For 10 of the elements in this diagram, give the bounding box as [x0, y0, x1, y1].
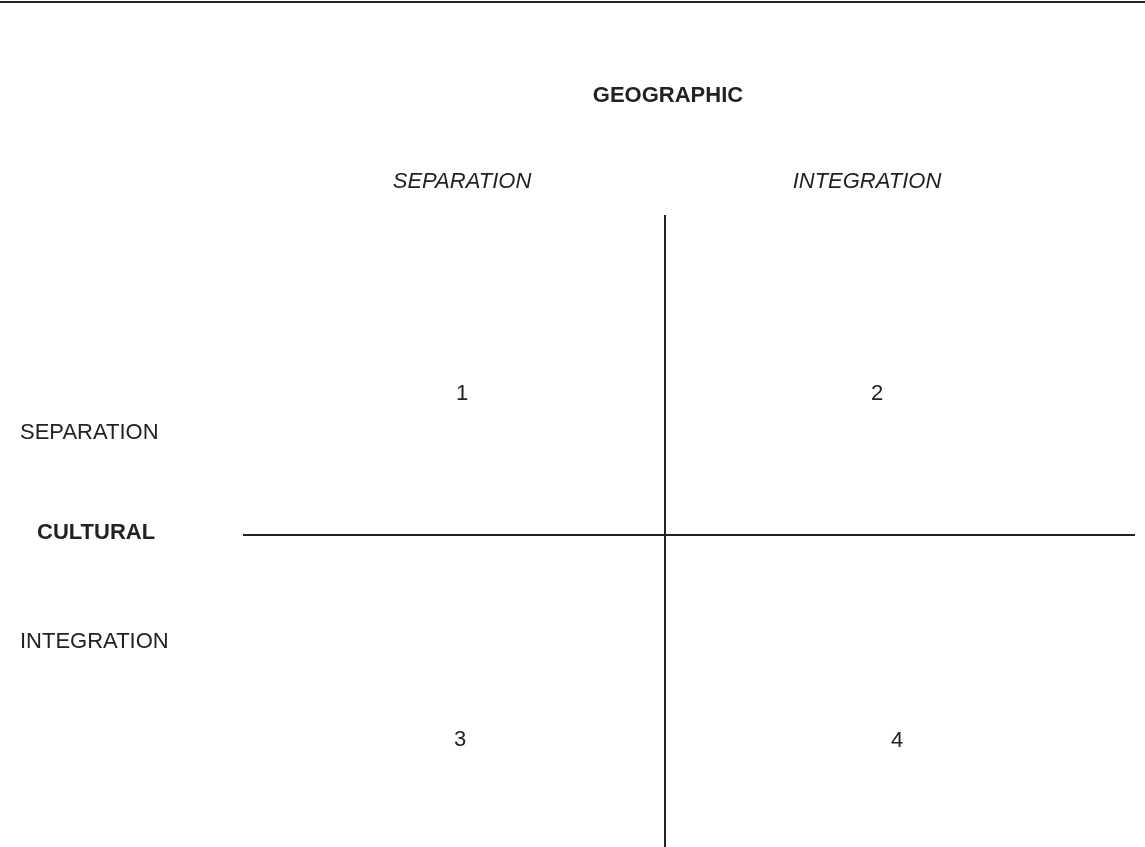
axis-title: CULTURAL [37, 518, 156, 546]
row-header: INTEGRATION [20, 627, 169, 655]
row-header: SEPARATION [20, 418, 159, 446]
column-header: INTEGRATION [792, 167, 942, 195]
quadrant-number: 3 [453, 725, 467, 753]
quadrant-number: 4 [890, 726, 904, 754]
column-header: SEPARATION [392, 167, 532, 195]
quadrant-number: 2 [870, 379, 884, 407]
axis-title: GEOGRAPHIC [592, 81, 744, 109]
quadrant-number: 1 [455, 379, 469, 407]
